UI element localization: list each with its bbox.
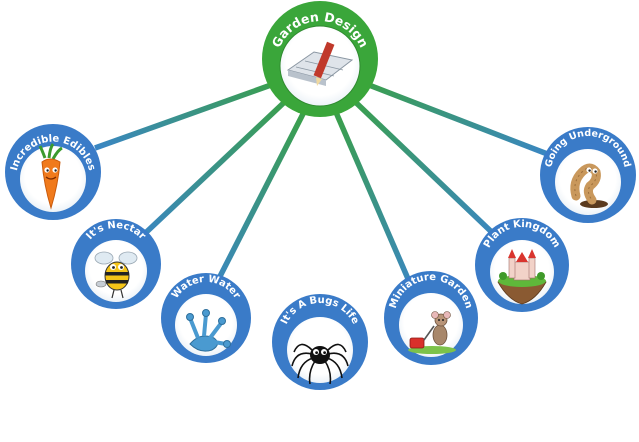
node-miniature-garden[interactable]: Miniature Garden bbox=[384, 271, 478, 365]
connector-miniature-garden bbox=[332, 108, 418, 297]
floating-castle-icon bbox=[497, 249, 547, 305]
connector-its-nectar bbox=[136, 92, 294, 243]
node-its-a-bugs-life[interactable]: It's A Bugs Life bbox=[272, 294, 368, 390]
hub-node[interactable]: Garden Design bbox=[262, 1, 378, 117]
connectors bbox=[94, 77, 551, 312]
node-incredible-edibles[interactable]: Incredible Edibles bbox=[5, 124, 101, 220]
node-going-underground[interactable]: Going Underground bbox=[540, 127, 636, 223]
node-its-nectar[interactable]: It's Nectar bbox=[71, 219, 161, 309]
spider-icon bbox=[291, 343, 349, 385]
connector-going-underground bbox=[355, 77, 551, 158]
frog-footprint-icon bbox=[186, 309, 231, 352]
connector-water-water bbox=[209, 108, 308, 294]
bee-icon bbox=[94, 251, 138, 299]
connector-incredible-edibles bbox=[94, 77, 286, 151]
mouse-lawnmower-icon bbox=[408, 311, 456, 354]
carrot-icon bbox=[38, 143, 63, 210]
worm-icon bbox=[570, 163, 608, 208]
blueprint-pencil-icon bbox=[286, 41, 354, 86]
node-plant-kingdom[interactable]: Plant Kingdom bbox=[475, 218, 569, 312]
connector-plant-kingdom bbox=[346, 93, 502, 242]
node-water-water[interactable]: Water Water bbox=[161, 273, 251, 363]
